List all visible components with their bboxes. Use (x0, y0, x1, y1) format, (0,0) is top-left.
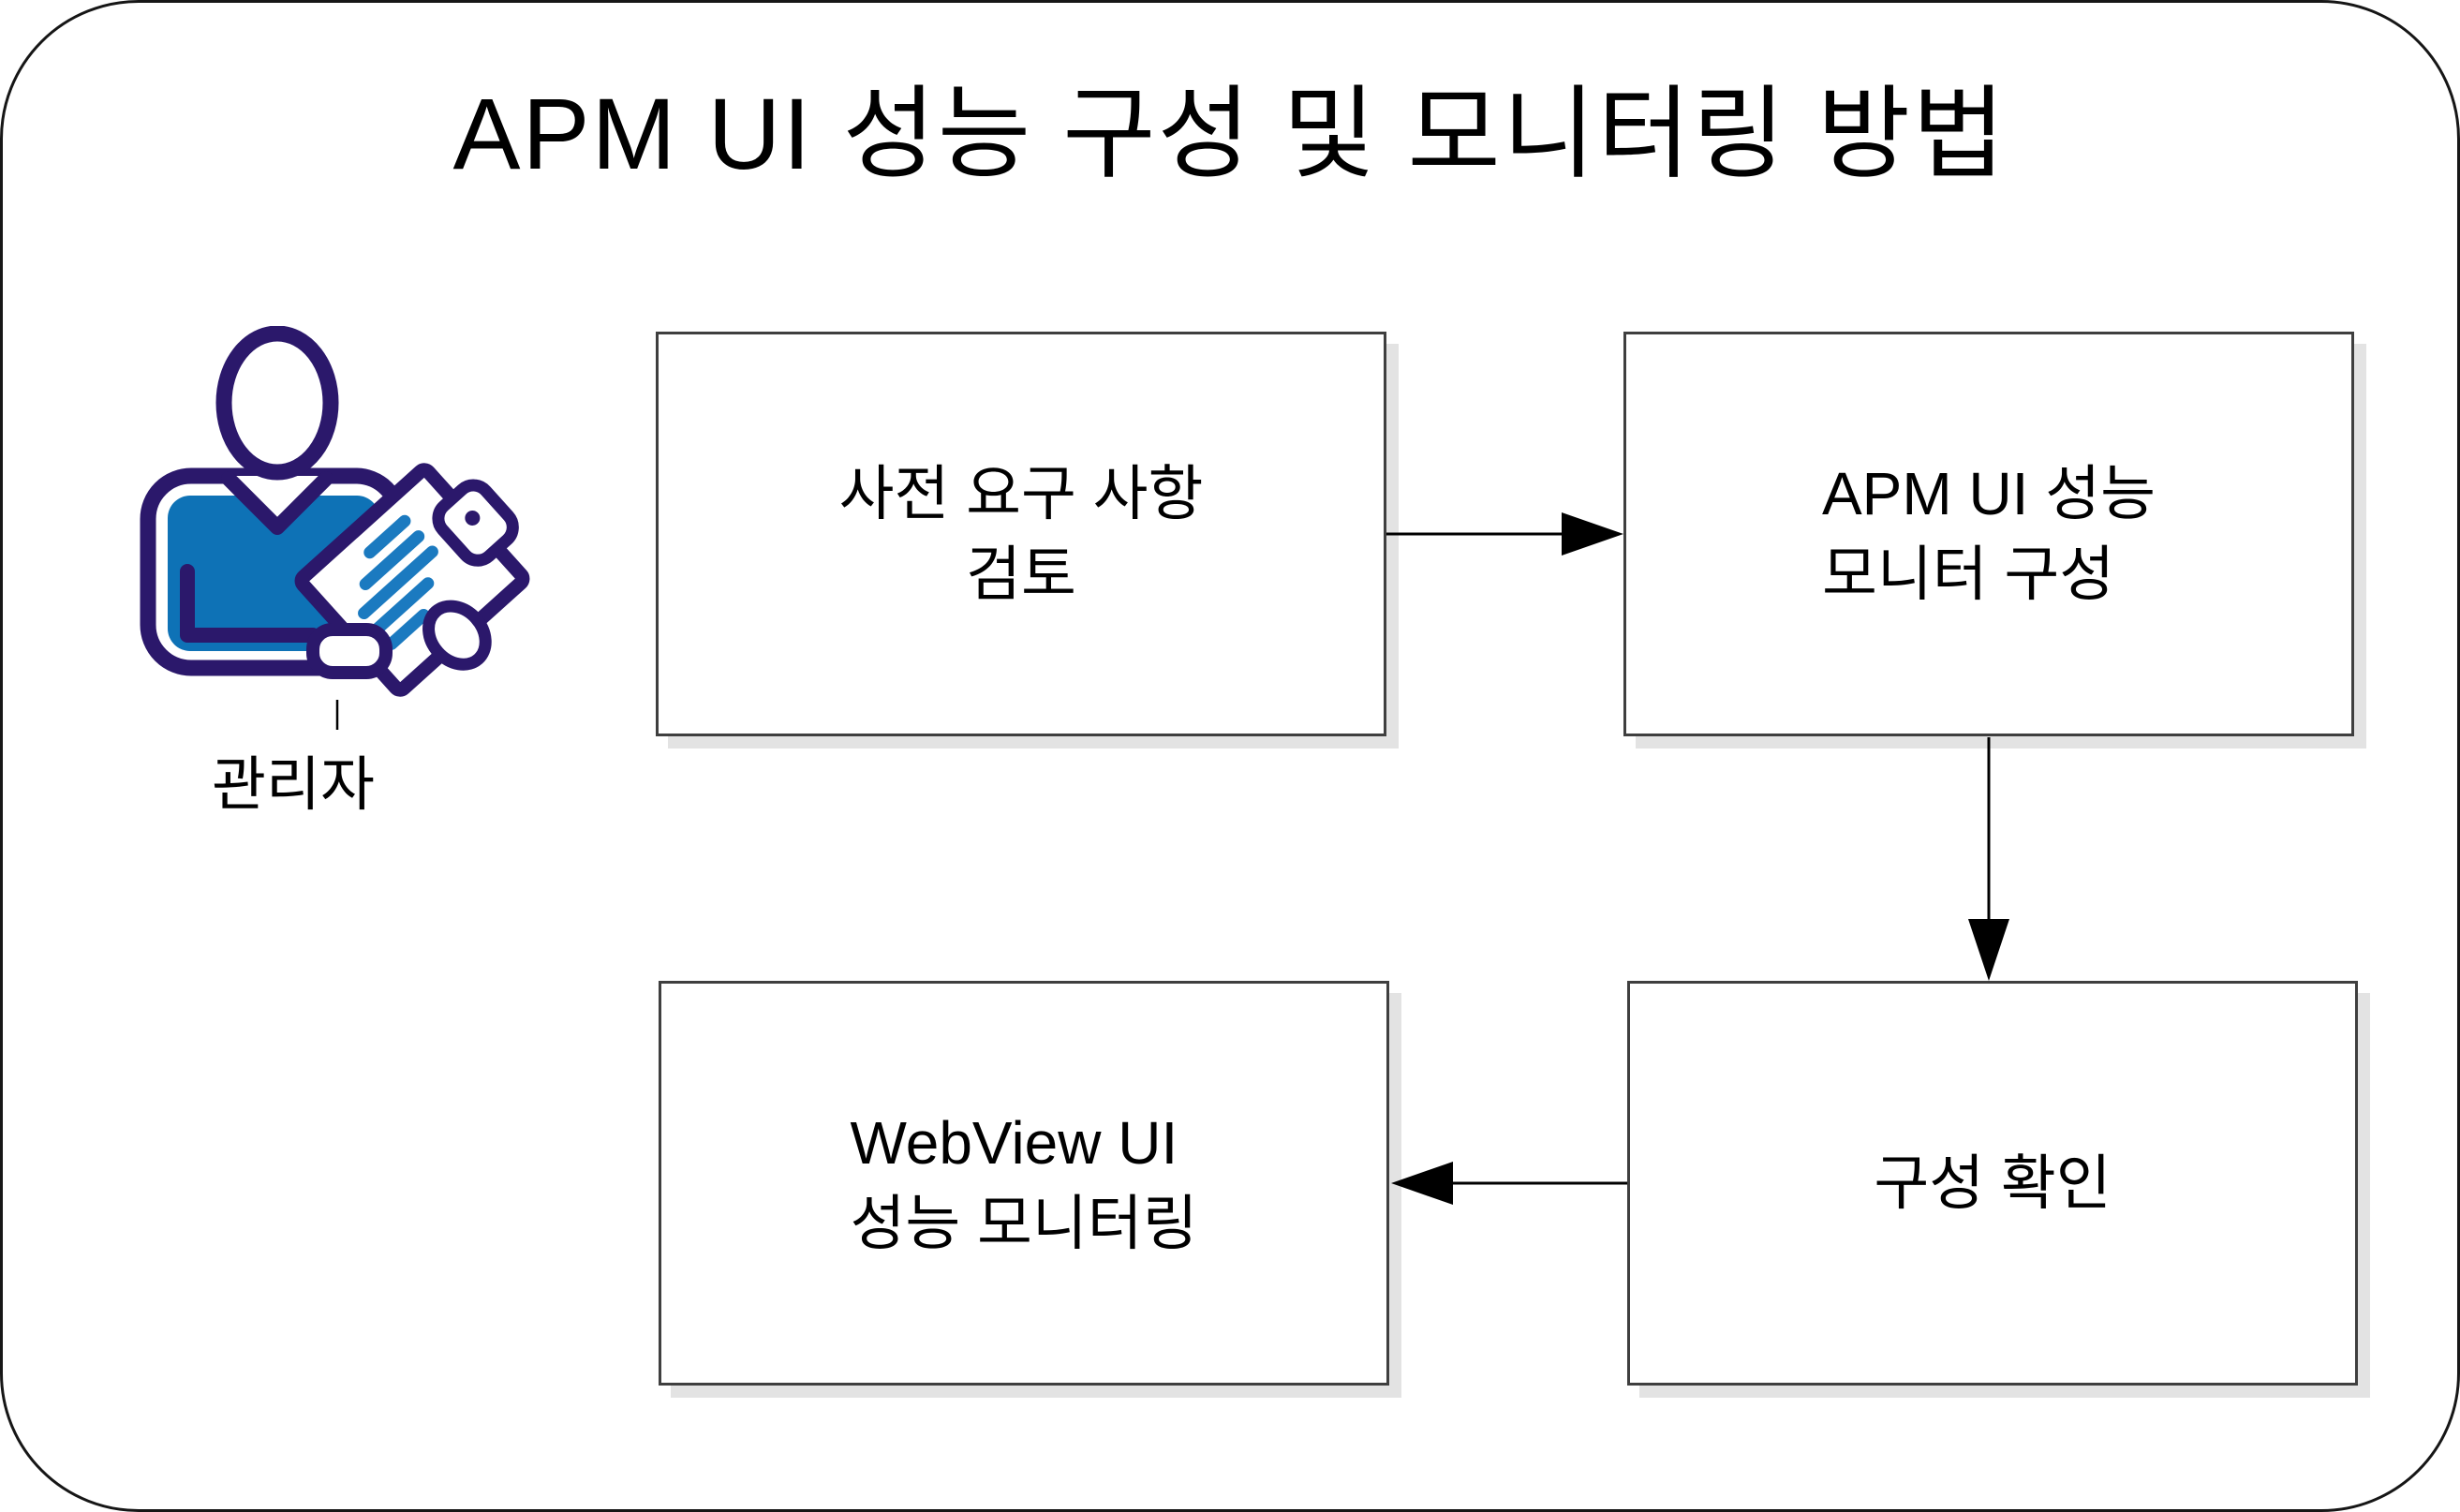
person-head (215, 326, 339, 481)
flow-node-review-prerequisites: 사전 요구 사항 검토 (656, 332, 1386, 736)
person-cuff (306, 623, 393, 679)
person-arm (180, 564, 320, 643)
flow-node-webview-ui-performance-monitoring: WebView UI 성능 모니터링 (659, 981, 1389, 1386)
person-collar-outline (221, 471, 333, 535)
clipboard-text-lines (358, 514, 438, 650)
arrow-configure-to-verify (1968, 737, 2009, 981)
node-label: 구성 확인 (1874, 1149, 2112, 1217)
arrow-verify-to-webview (1391, 1162, 1627, 1205)
administrator-with-clipboard-icon (140, 326, 530, 697)
actor-label: 관리자 (212, 752, 375, 818)
node-label: 사전 요구 사항 검토 (838, 460, 1204, 608)
arrow-down-head-icon (1968, 919, 2009, 981)
flow-node-verify-configuration: 구성 확인 (1627, 981, 2358, 1386)
node-label: APM UI 성능 모니터 구성 (1821, 460, 2156, 608)
person-collar (225, 476, 330, 528)
flow-node-configure-apm-ui-performance-monitor: APM UI 성능 모니터 구성 (1623, 332, 2354, 736)
arrow-right-head-icon (1562, 512, 1623, 556)
clipboard-clip-dot (465, 510, 481, 526)
node-label: WebView UI 성능 모니터링 (850, 1109, 1198, 1257)
hand-thumb (422, 600, 492, 671)
arrow-left-head-icon (1391, 1162, 1453, 1205)
page-title: APM UI 성능 구성 및 모니터링 방법 (452, 77, 2008, 190)
arrow-review-to-configure (1386, 512, 1623, 556)
